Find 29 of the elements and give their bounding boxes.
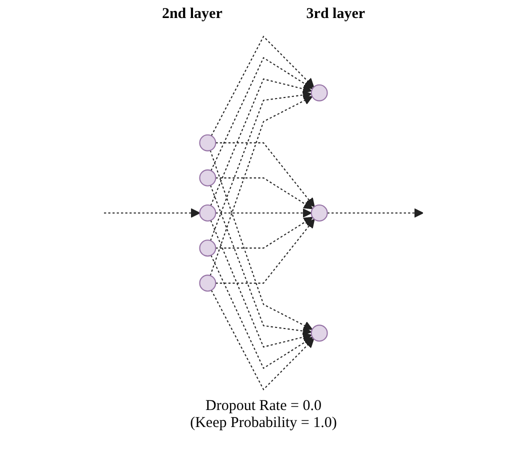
arrow (210, 255, 313, 369)
arrow (210, 96, 313, 276)
caption-text: (Keep Probability = 1.0) (189, 415, 338, 432)
arrow (216, 142, 315, 208)
layer-heading: 3rd layer (306, 6, 366, 24)
arrow (216, 218, 315, 284)
node-circle (199, 274, 216, 292)
node-circle (199, 204, 216, 222)
node-circle (199, 134, 216, 152)
arrow (210, 185, 312, 336)
arrow (104, 208, 200, 218)
arrow (210, 36, 314, 136)
arrow (216, 216, 313, 249)
arrow (210, 290, 314, 390)
arrow (327, 208, 424, 218)
arrow (210, 90, 312, 241)
node-circle (310, 324, 328, 342)
layer-heading: 2nd layer (162, 6, 222, 24)
arrow (210, 220, 312, 348)
arrow (210, 57, 313, 171)
node-circle (310, 84, 328, 102)
node-circle (310, 204, 328, 222)
node-circle (199, 169, 216, 186)
arrow (210, 78, 312, 206)
arrow (216, 208, 312, 218)
arrow (210, 150, 313, 330)
caption-text: Dropout Rate = 0.0 (204, 398, 322, 415)
node-circle (199, 240, 216, 257)
arrow (216, 177, 313, 210)
